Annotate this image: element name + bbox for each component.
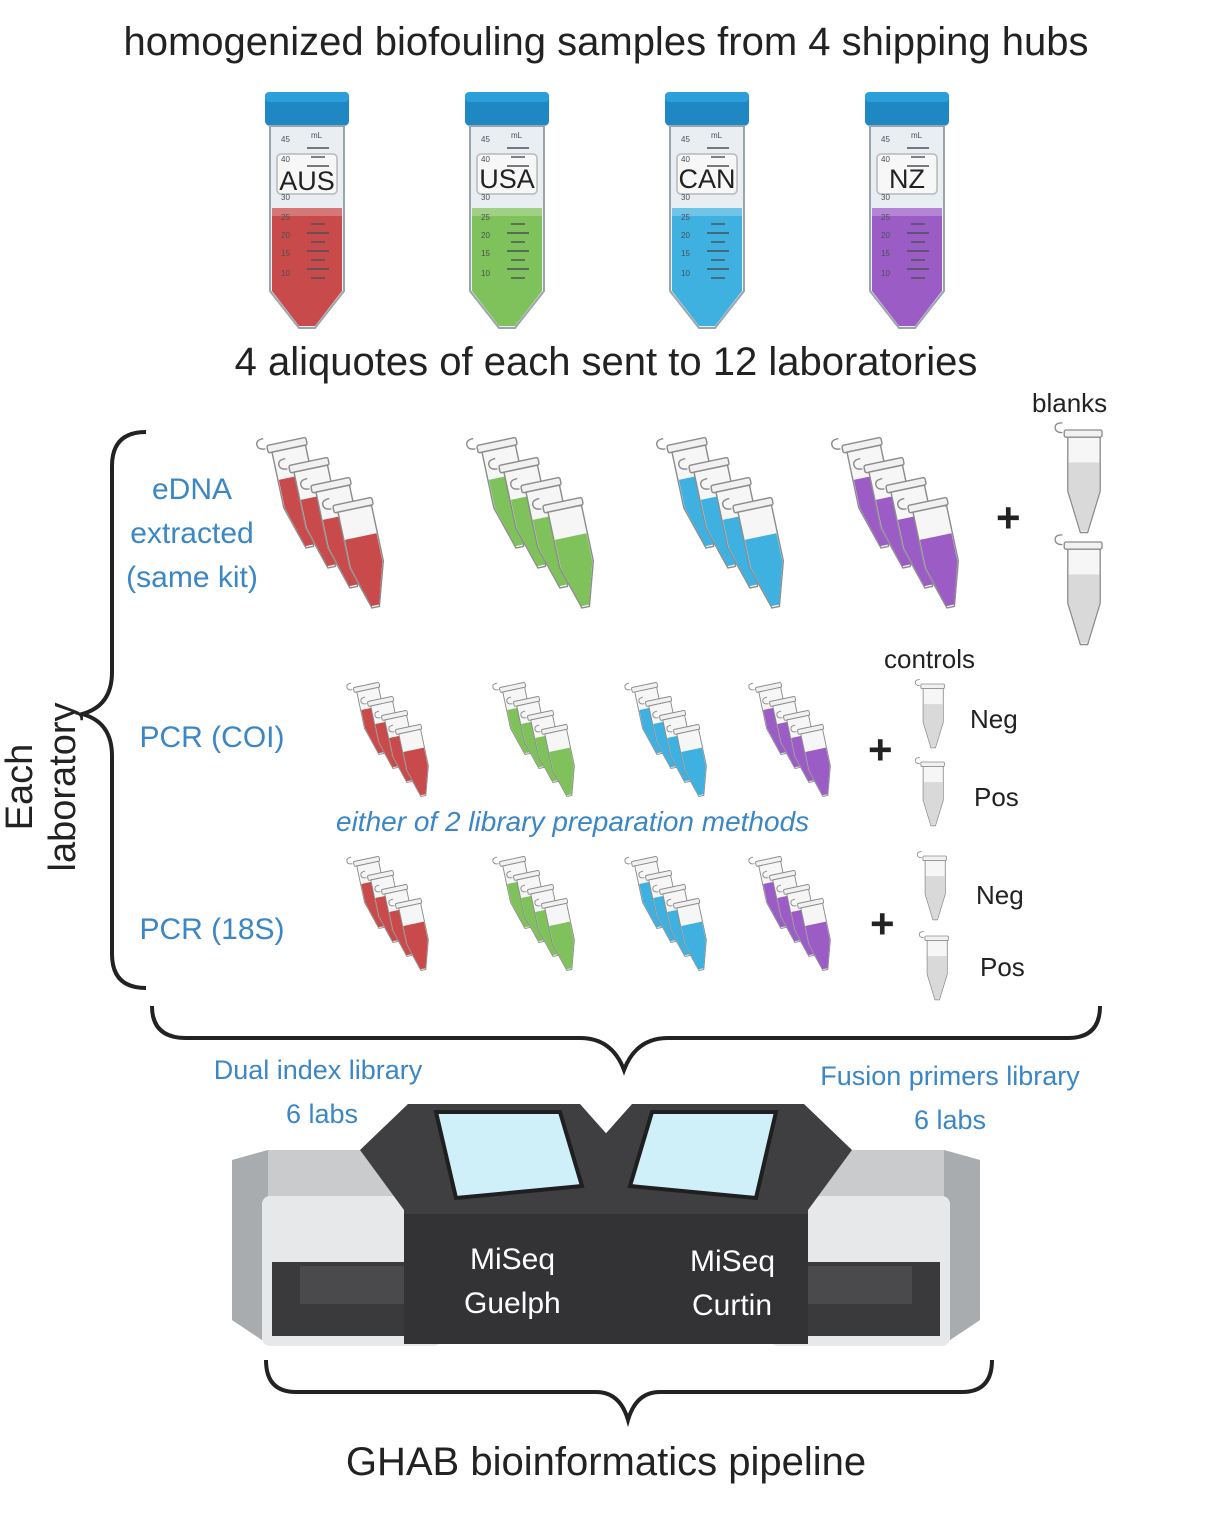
diagram-title: homogenized biofouling samples from 4 sh… — [123, 20, 1089, 64]
control-neg-coi: Neg — [970, 704, 1018, 734]
tube-tick-label: 30 — [881, 193, 890, 202]
tube-tick-label: 30 — [681, 193, 690, 202]
tube-tick-label: 45 — [881, 135, 890, 144]
library-left-name: Dual index library — [213, 1055, 423, 1085]
tube-tick-label: 25 — [881, 213, 890, 222]
tube-tick-label: 20 — [281, 231, 290, 240]
plus-blanks: + — [996, 494, 1021, 541]
tube-tick-label: 30 — [281, 193, 290, 202]
sample-microtube — [321, 489, 395, 615]
tube-tick-label: 15 — [881, 249, 890, 258]
control-neg-tube-18s — [916, 851, 947, 921]
tube-tick-label: 20 — [481, 231, 490, 240]
tube-tick-label: 10 — [681, 269, 690, 278]
tube-tick-label: 25 — [681, 213, 690, 222]
tube-tick-label: 15 — [681, 249, 690, 258]
control-pos-tube-coi — [914, 757, 945, 827]
library-right-name: Fusion primers library — [820, 1061, 1080, 1091]
miseq-right-line1: MiSeq — [690, 1245, 776, 1278]
tube-tick-label: 15 — [481, 249, 490, 258]
miseq-guelph-instrument — [232, 1104, 612, 1346]
blank-tube-2 — [1054, 534, 1103, 646]
step-extraction-line3: (same kit) — [126, 561, 258, 594]
controls-label: controls — [884, 644, 976, 674]
sample-microtube — [665, 892, 714, 975]
tube-tick-label: 45 — [281, 135, 290, 144]
step-extraction-line1: eDNA — [151, 473, 233, 506]
tube-unit-label: mL — [311, 131, 323, 140]
tube-tick-label: 40 — [681, 155, 690, 164]
tube-tick-label: 20 — [681, 231, 690, 240]
miseq-right-line2: Curtin — [692, 1289, 773, 1322]
tube-tick-label: 10 — [281, 269, 290, 278]
step-pcr-18s: PCR (18S) — [139, 913, 285, 946]
tube-tick-label: 30 — [481, 193, 490, 202]
library-note: either of 2 library preparation methods — [336, 806, 810, 837]
tube-tick-label: 25 — [481, 213, 490, 222]
control-pos-coi: Pos — [974, 782, 1019, 812]
step-pcr-coi: PCR (COI) — [139, 721, 285, 754]
sample-microtube — [531, 489, 605, 615]
tube-tick-label: 20 — [881, 231, 890, 240]
tube-unit-label: mL — [511, 131, 523, 140]
falcon-tube-aus: 45 40 30 25 20 15 10 mL — [264, 91, 350, 329]
sample-microtube — [789, 892, 838, 975]
miseq-left-line2: Guelph — [464, 1287, 561, 1320]
control-neg-18s: Neg — [976, 880, 1024, 910]
tube-label-can: CAN — [678, 164, 736, 194]
tube-tick-label: 10 — [881, 269, 890, 278]
sample-microtube — [387, 718, 436, 801]
falcon-tube-nz: 45 40 30 25 20 15 10 mL — [864, 91, 950, 329]
sample-microtube — [533, 892, 582, 975]
tube-tick-label: 10 — [481, 269, 490, 278]
sample-microtube — [896, 489, 970, 615]
lab-brace — [74, 430, 147, 990]
control-pos-18s: Pos — [980, 952, 1025, 982]
tube-unit-label: mL — [711, 131, 723, 140]
tube-label-nz: NZ — [889, 164, 925, 194]
tube-tick-label: 45 — [481, 135, 490, 144]
tube-tick-label: 40 — [481, 155, 490, 164]
sample-microtube — [387, 892, 436, 975]
control-pos-tube-18s — [918, 931, 949, 1001]
pipeline-brace — [264, 1359, 994, 1428]
library-right-count: 6 labs — [913, 1105, 987, 1135]
tube-label-usa: USA — [479, 164, 535, 194]
blanks-label: blanks — [1032, 388, 1108, 418]
falcon-tube-can: 45 40 30 25 20 15 10 mL — [664, 91, 750, 329]
blank-tube-1 — [1054, 422, 1103, 534]
tube-tick-label: 15 — [281, 249, 290, 258]
miseq-curtin-instrument — [600, 1104, 980, 1346]
step-extraction-line2: extracted — [130, 517, 254, 550]
aliquot-text: 4 aliquotes of each sent to 12 laborator… — [234, 340, 978, 384]
pipeline-label: GHAB bioinformatics pipeline — [345, 1440, 867, 1484]
tube-label-aus: AUS — [279, 166, 335, 196]
sample-microtube — [665, 718, 714, 801]
tube-unit-label: mL — [911, 131, 923, 140]
sample-microtube — [721, 489, 795, 615]
falcon-tube-usa: 45 40 30 25 20 15 10 mL — [464, 91, 550, 329]
control-neg-tube-coi — [914, 679, 945, 749]
library-brace — [150, 1005, 1102, 1076]
plus-controls-coi: + — [868, 726, 893, 773]
tube-tick-label: 40 — [881, 155, 890, 164]
tube-tick-label: 25 — [281, 213, 290, 222]
library-left-count: 6 labs — [285, 1099, 359, 1129]
sample-microtube — [533, 718, 582, 801]
lab-brace-label: Each laboratory — [0, 702, 84, 872]
plus-controls-18s: + — [870, 900, 895, 947]
tube-tick-label: 45 — [681, 135, 690, 144]
miseq-left-line1: MiSeq — [470, 1243, 556, 1276]
sample-microtube — [789, 718, 838, 801]
tube-tick-label: 40 — [281, 155, 290, 164]
